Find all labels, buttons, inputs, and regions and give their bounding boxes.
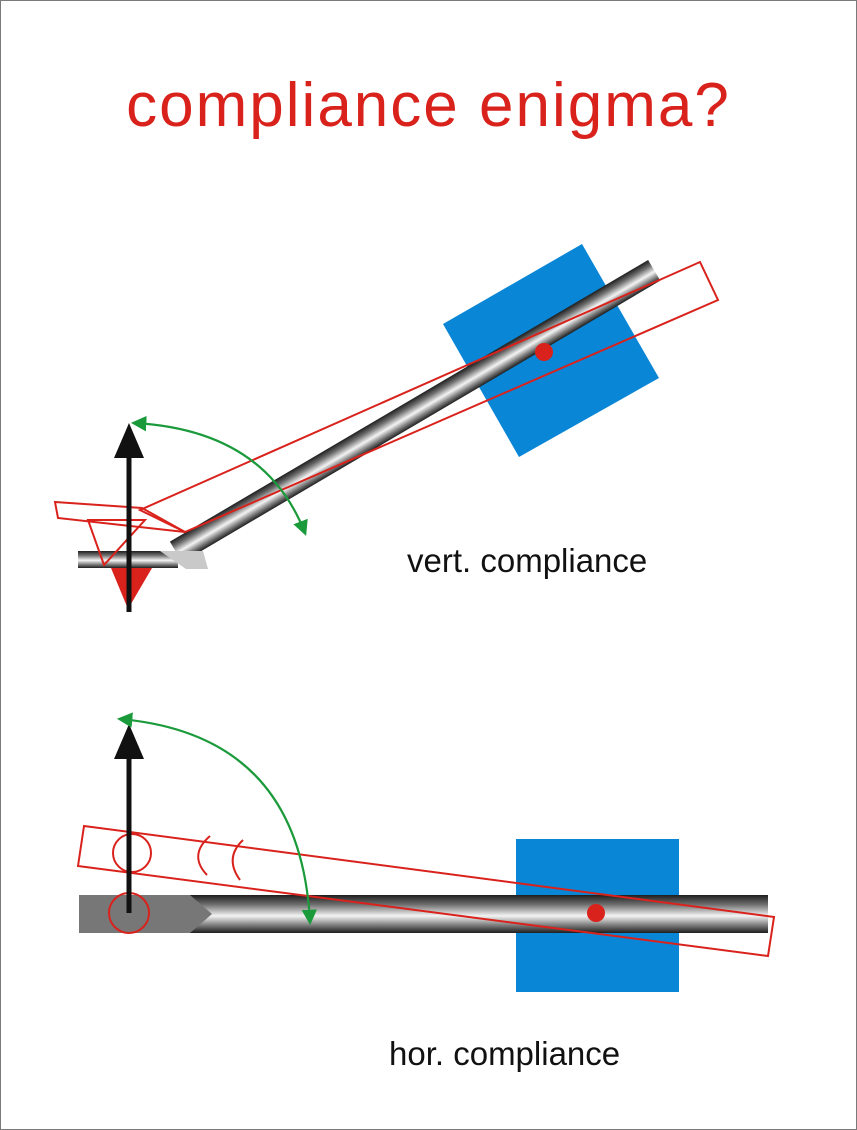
vertical-compliance-caption: vert. compliance [407, 542, 648, 579]
horizontal-compliance-figure [76, 712, 776, 992]
pivot-point [535, 343, 553, 361]
rotation-arrow [130, 415, 308, 536]
deflected-outline [76, 824, 776, 958]
stylus-tip-outline [86, 519, 148, 567]
deflected-cantilever-outline [53, 500, 186, 533]
cantilever [78, 551, 208, 569]
diagram-title: compliance enigma? [126, 71, 731, 140]
tonearm-tube [190, 895, 768, 933]
stylus-position-deflected [112, 833, 152, 873]
horizontal-compliance-caption: hor. compliance [389, 1035, 621, 1072]
force-arrow [114, 724, 144, 913]
pivot-point [587, 904, 605, 922]
rotation-arrow [116, 712, 318, 926]
vertical-compliance-figure [53, 244, 720, 612]
